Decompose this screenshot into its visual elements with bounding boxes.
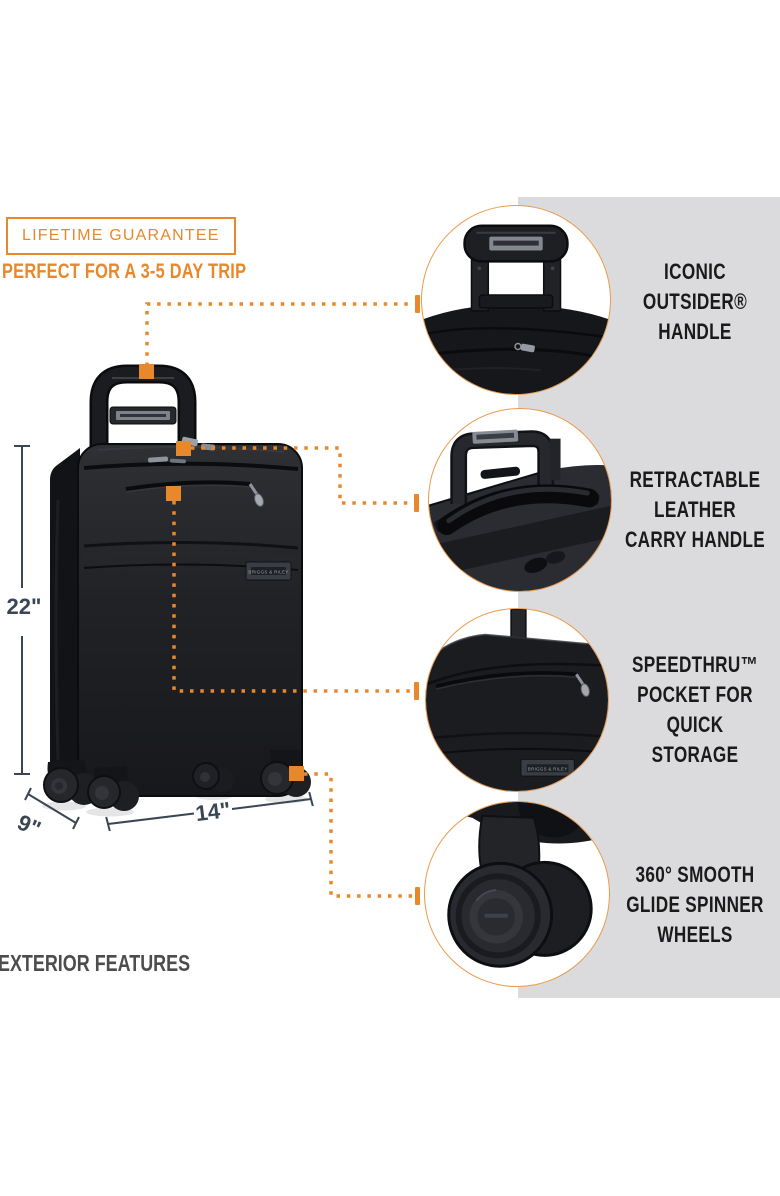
suitcase-side-panel [50, 448, 80, 794]
brand-plate: BRIGGS & RILEY [245, 561, 292, 581]
feature-label-line: STORAGE [651, 742, 739, 767]
brand-plate-text: BRIGGS & RILEY [248, 570, 288, 575]
marker-carry-handle [176, 441, 191, 456]
feature-label-speedthru-pocket: SPEEDTHRU™ POCKET FOR QUICK STORAGE [598, 650, 780, 770]
suitcase-front-panel [77, 443, 303, 797]
feature-label-line: ICONIC [664, 259, 726, 284]
spinner-wheel-photo [424, 801, 610, 987]
speedthru-pocket [125, 480, 264, 507]
carry-handle-photo-art [429, 429, 611, 591]
marker-spinner-wheels [289, 766, 304, 781]
dimension-height-label: 22" [7, 594, 42, 619]
marker-outsider-handle [139, 364, 154, 379]
dimension-depth-label: 9" [14, 810, 45, 842]
feature-label-line: CARRY HANDLE [624, 527, 766, 552]
feature-label-spinner-wheels: 360° SMOOTH GLIDE SPINNER WHEELS [598, 860, 780, 950]
outsider-handle-photo [421, 205, 611, 395]
feature-label-carry-handle: RETRACTABLE LEATHER CARRY HANDLE [598, 465, 780, 555]
marker-speedthru-pocket [166, 486, 181, 501]
callout-connectors [145, 302, 414, 898]
speedthru-pocket-photo: BRIGGS & RILEY [425, 608, 609, 792]
feature-label-line: OUTSIDER® [642, 289, 748, 314]
callout-markers [139, 295, 420, 905]
speedthru-pocket-photo-art: BRIGGS & RILEY [426, 609, 608, 791]
exterior-features-heading: EXTERIOR FEATURES [0, 950, 191, 976]
spinner-wheels [43, 750, 311, 811]
connector-spinner-wheels [304, 772, 414, 898]
dimension-width-label: 14" [194, 797, 232, 826]
feature-label-line: GLIDE SPINNER [626, 892, 764, 917]
tick-spinner-wheels [415, 887, 420, 905]
feature-label-line: POCKET FOR [637, 682, 753, 707]
feature-label-line: RETRACTABLE [629, 467, 761, 492]
suitcase-illustration: BRIGGS & RILEY [42, 364, 311, 817]
carry-handle-photo [428, 408, 612, 592]
feature-label-line: HANDLE [658, 319, 732, 344]
dimension-width: 14" [105, 791, 314, 832]
lifetime-guarantee-badge: LIFETIME GUARANTEE [6, 217, 236, 255]
feature-label-line: 360° SMOOTH [635, 862, 755, 887]
connector-carry-handle [191, 446, 413, 505]
feature-label-line: QUICK [666, 712, 724, 737]
connector-outsider-handle [145, 302, 414, 366]
outsider-handle [89, 364, 197, 452]
pocket-brand-plate-text: BRIGGS & RILEY [528, 767, 568, 772]
feature-label-outsider-handle: ICONIC OUTSIDER® HANDLE [598, 257, 780, 347]
tick-carry-handle [414, 494, 419, 512]
tick-speedthru-pocket [414, 682, 419, 700]
outsider-handle-photo-art [422, 224, 610, 394]
feature-label-line: SPEEDTHRU™ [631, 652, 759, 677]
feature-label-line: LEATHER [654, 497, 736, 522]
spinner-wheel-photo-art [425, 802, 609, 968]
connector-speedthru-pocket [172, 501, 413, 693]
dimension-height: 22" [7, 445, 42, 775]
trip-tagline: PERFECT FOR A 3-5 DAY TRIP [2, 260, 247, 283]
tick-outsider-handle [415, 295, 420, 313]
feature-label-line: WHEELS [657, 922, 733, 947]
